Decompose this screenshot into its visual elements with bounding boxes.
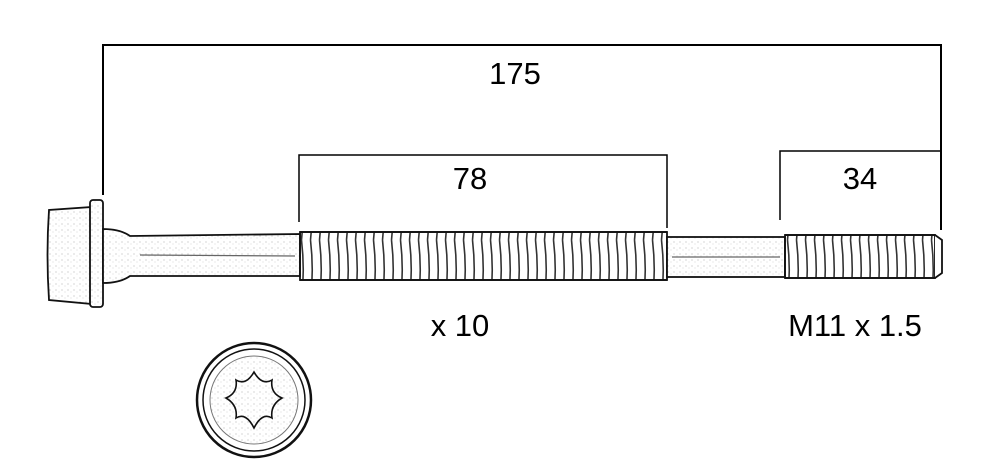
tip-thread [784, 234, 936, 279]
bolt-tip [934, 234, 943, 279]
dimension-tip-thread-length: 34 [842, 161, 878, 196]
dimension-bracket-tip-thread [779, 150, 941, 220]
quantity-label: x 10 [430, 308, 490, 343]
dimension-main-thread-length: 78 [452, 161, 488, 196]
main-thread [299, 231, 668, 281]
dimension-bracket-main-thread [298, 154, 668, 228]
torx-head-icon [195, 341, 313, 459]
thread-spec-label: M11 x 1.5 [788, 308, 922, 343]
bolt-head [46, 206, 93, 305]
dimension-overall-length: 175 [489, 56, 541, 91]
dimension-bracket-overall [102, 44, 942, 230]
bolt-flange [89, 199, 104, 308]
bolt [46, 199, 943, 308]
